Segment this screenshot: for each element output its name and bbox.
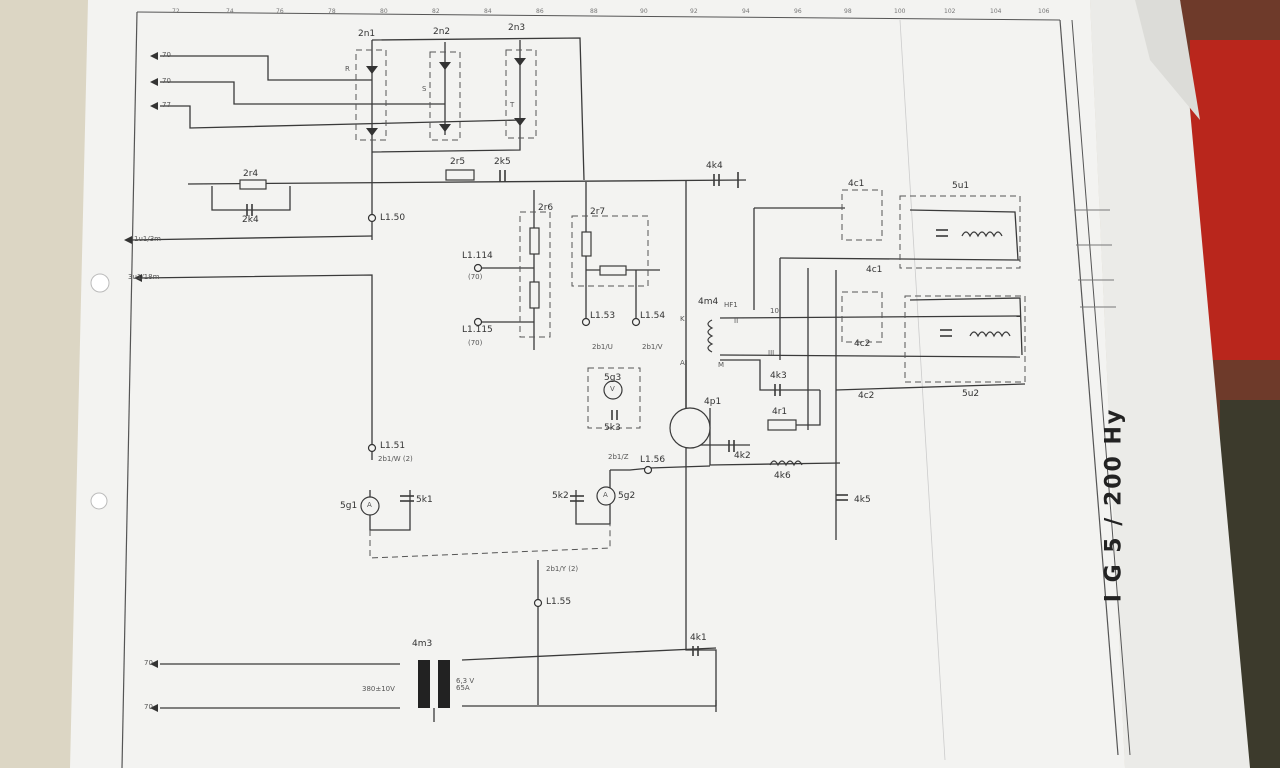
edge-ref: 3u1/18m <box>128 273 160 281</box>
inductor-label: 4k6 <box>774 471 791 481</box>
tube-label: 4p1 <box>704 397 722 407</box>
grid-tick: 74 <box>226 8 234 15</box>
connector-label: 2b1/U <box>592 343 613 351</box>
relay-label: 4c1 <box>848 179 865 189</box>
mains-primary-label: 380±10V <box>362 685 395 693</box>
relay-label: 4c2 <box>854 339 871 349</box>
terminal-label: L1.114 <box>462 251 493 261</box>
resistor-label: 2r5 <box>450 157 466 167</box>
edge-ref: 1u1/3m <box>134 235 161 243</box>
grid-tick: 102 <box>944 8 956 15</box>
capacitor-label: 5k2 <box>552 491 569 501</box>
capacitor-label: 2k4 <box>242 215 259 225</box>
meter-symbol: A <box>603 491 608 499</box>
connector-label: 2b1/Z <box>608 453 629 461</box>
hf-label: HF1 <box>724 301 738 309</box>
meter-symbol: A <box>367 501 372 509</box>
terminal-label: L1.50 <box>380 213 406 223</box>
output-coil-label: 5u2 <box>962 389 980 399</box>
rectifier-label: 2n2 <box>433 27 451 37</box>
capacitor-label: 5k3 <box>604 423 621 433</box>
grid-tick: 78 <box>328 8 336 15</box>
edge-ref: 70 <box>162 51 171 59</box>
resistor-label: 2r7 <box>590 207 606 217</box>
capacitor-label: 4k5 <box>854 495 871 505</box>
phase-label: S <box>422 85 427 93</box>
grid-tick: 88 <box>590 8 598 15</box>
grid-tick: 96 <box>794 8 802 15</box>
phase-label: R <box>345 65 350 73</box>
pin-label: II <box>734 317 739 325</box>
meter-label: 5g3 <box>604 373 622 383</box>
grid-tick: 100 <box>894 8 906 15</box>
pin-label: 10 <box>770 307 779 315</box>
meter-label: 5g2 <box>618 491 636 501</box>
grid-tick: 90 <box>640 8 648 15</box>
capacitor-label: 2k5 <box>494 157 511 167</box>
mains-secondary-label: 6,3 V 65A <box>456 677 475 692</box>
capacitor-label: 4k3 <box>770 371 787 381</box>
relay-label: 4c1 <box>866 265 883 275</box>
resistor-label: 2r4 <box>243 169 259 179</box>
grid-tick: 86 <box>536 8 544 15</box>
edge-ref: 77 <box>162 101 171 109</box>
terminal-label: L1.55 <box>546 597 572 607</box>
capacitor-label: 4k4 <box>706 161 723 171</box>
title-block: I G 5 / 200 Hy <box>1092 380 1136 630</box>
grid-tick: 106 <box>1038 8 1050 15</box>
edge-ref: 70 <box>144 703 153 711</box>
meter-label: 5g1 <box>340 501 358 511</box>
grid-tick: 84 <box>484 8 492 15</box>
capacitor-label: 4k1 <box>690 633 707 643</box>
output-coil-label: 5u1 <box>952 181 970 191</box>
hf-transformer-label: 4m4 <box>698 297 719 307</box>
grid-tick: 98 <box>844 8 852 15</box>
capacitor-label: 4k2 <box>734 451 751 461</box>
mains-transformer-label: 4m3 <box>412 639 433 649</box>
grid-tick: 104 <box>990 8 1002 15</box>
terminal-label: L1.115 <box>462 325 493 335</box>
edge-ref: 70 <box>162 77 171 85</box>
grid-tick: 76 <box>276 8 284 15</box>
terminal-label: L1.51 <box>380 441 406 451</box>
terminal-note: (70) <box>468 339 483 347</box>
grid-tick: 92 <box>690 8 698 15</box>
connector-label: 2b1/V <box>642 343 663 351</box>
capacitor-label: 5k1 <box>416 495 433 505</box>
pin-label: III <box>768 349 775 357</box>
pin-label: K <box>680 315 685 323</box>
grid-tick: 82 <box>432 8 440 15</box>
grid-tick: 80 <box>380 8 388 15</box>
resistor-label: 4r1 <box>772 407 788 417</box>
pin-label: A <box>680 359 685 367</box>
terminal-label: L1.56 <box>640 455 666 465</box>
rectifier-label: 2n1 <box>358 29 376 39</box>
rectifier-label: 2n3 <box>508 23 526 33</box>
connector-label: 2b1/W (2) <box>378 455 413 463</box>
phase-label: T <box>510 101 515 109</box>
connector-label: 2b1/Y (2) <box>546 565 579 573</box>
meter-symbol: V <box>610 385 615 393</box>
edge-ref: 70 <box>144 659 153 667</box>
relay-label: 4c2 <box>858 391 875 401</box>
terminal-label: L1.53 <box>590 311 616 321</box>
grid-tick: 72 <box>172 8 180 15</box>
pin-label: M <box>718 361 725 369</box>
terminal-note: (70) <box>468 273 483 281</box>
resistor-label: 2r6 <box>538 203 554 213</box>
drawing-title: I G 5 / 200 Hy <box>1101 407 1127 603</box>
terminal-label: L1.54 <box>640 311 666 321</box>
grid-tick: 94 <box>742 8 750 15</box>
